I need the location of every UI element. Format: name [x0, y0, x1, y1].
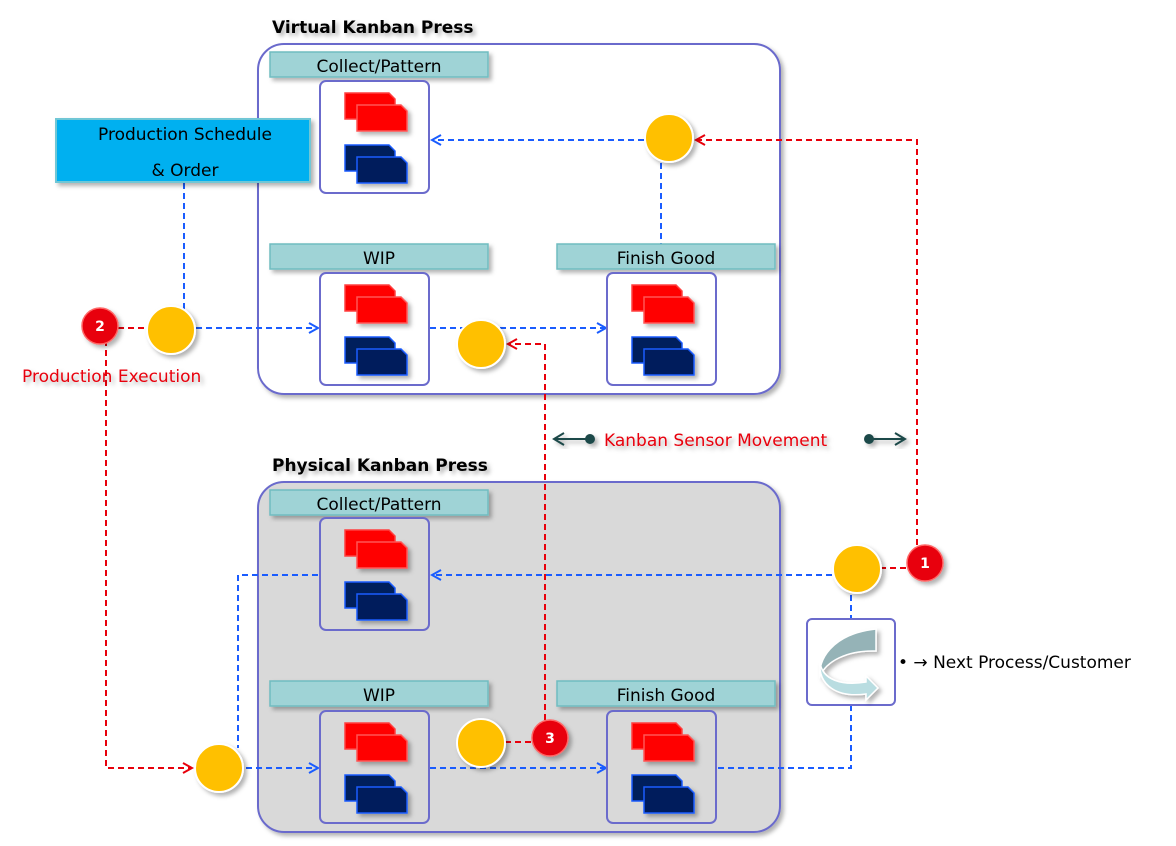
virtual-finish-cards [606, 272, 717, 386]
schedule-line1: Production Schedule [98, 125, 272, 145]
sensor-node-execution [146, 305, 196, 355]
sensor-node-virtual-wip [456, 319, 506, 369]
physical-wip-cards [319, 710, 430, 824]
marker-1: 1 [906, 544, 944, 582]
sensor-node-physical-wip [456, 718, 506, 768]
physical-finish-header: Finish Good [556, 680, 776, 707]
svg-text:3: 3 [545, 731, 555, 747]
physical-wip-header: WIP [269, 680, 489, 707]
svg-text:2: 2 [95, 319, 105, 335]
next-process-box [806, 618, 896, 706]
marker-3: 3 [531, 719, 569, 757]
virtual-wip-header: WIP [269, 243, 489, 270]
physical-finish-cards [606, 710, 717, 824]
sensor-node-physical-entry [194, 743, 244, 793]
virtual-collect-header: Collect/Pattern [269, 51, 489, 78]
svg-text:Finish Good: Finish Good [617, 686, 716, 706]
flow-collect-down [237, 574, 318, 748]
virtual-wip-cards [319, 272, 430, 386]
marker-2: 2 [81, 307, 119, 345]
sensor-movement-legend: Kanban Sensor Movement [552, 431, 907, 451]
sensor-node-physical-collect [832, 544, 882, 594]
flow-execution-down [105, 340, 192, 768]
sensor-movement-label: Kanban Sensor Movement [604, 431, 827, 451]
next-process-label: • → Next Process/Customer [898, 653, 1131, 673]
flow-marker1-to-virtual [696, 140, 918, 545]
svg-text:Finish Good: Finish Good [617, 249, 716, 269]
right-arrow-icon [864, 432, 907, 446]
physical-collect-header: Collect/Pattern [269, 489, 489, 516]
sensor-node-virtual-collect [644, 113, 694, 163]
schedule-line2: & Order [152, 161, 219, 181]
virtual-finish-header: Finish Good [556, 243, 776, 270]
svg-text:Collect/Pattern: Collect/Pattern [316, 57, 441, 77]
left-arrow-icon [552, 432, 595, 446]
svg-text:WIP: WIP [363, 249, 395, 269]
physical-press-title: Physical Kanban Press [272, 456, 488, 476]
production-execution-label: Production Execution [22, 367, 201, 387]
svg-text:WIP: WIP [363, 686, 395, 706]
svg-text:Collect/Pattern: Collect/Pattern [316, 495, 441, 515]
virtual-collect-cards [319, 80, 430, 194]
flow-marker3-to-virtual [508, 344, 546, 720]
physical-collect-cards [319, 517, 430, 631]
svg-text:1: 1 [920, 556, 930, 572]
virtual-press-title: Virtual Kanban Press [272, 18, 474, 38]
flow-finish-to-next [718, 682, 851, 769]
curved-arrow-icon [819, 628, 880, 702]
production-schedule-box: Production Schedule & Order [55, 118, 311, 183]
